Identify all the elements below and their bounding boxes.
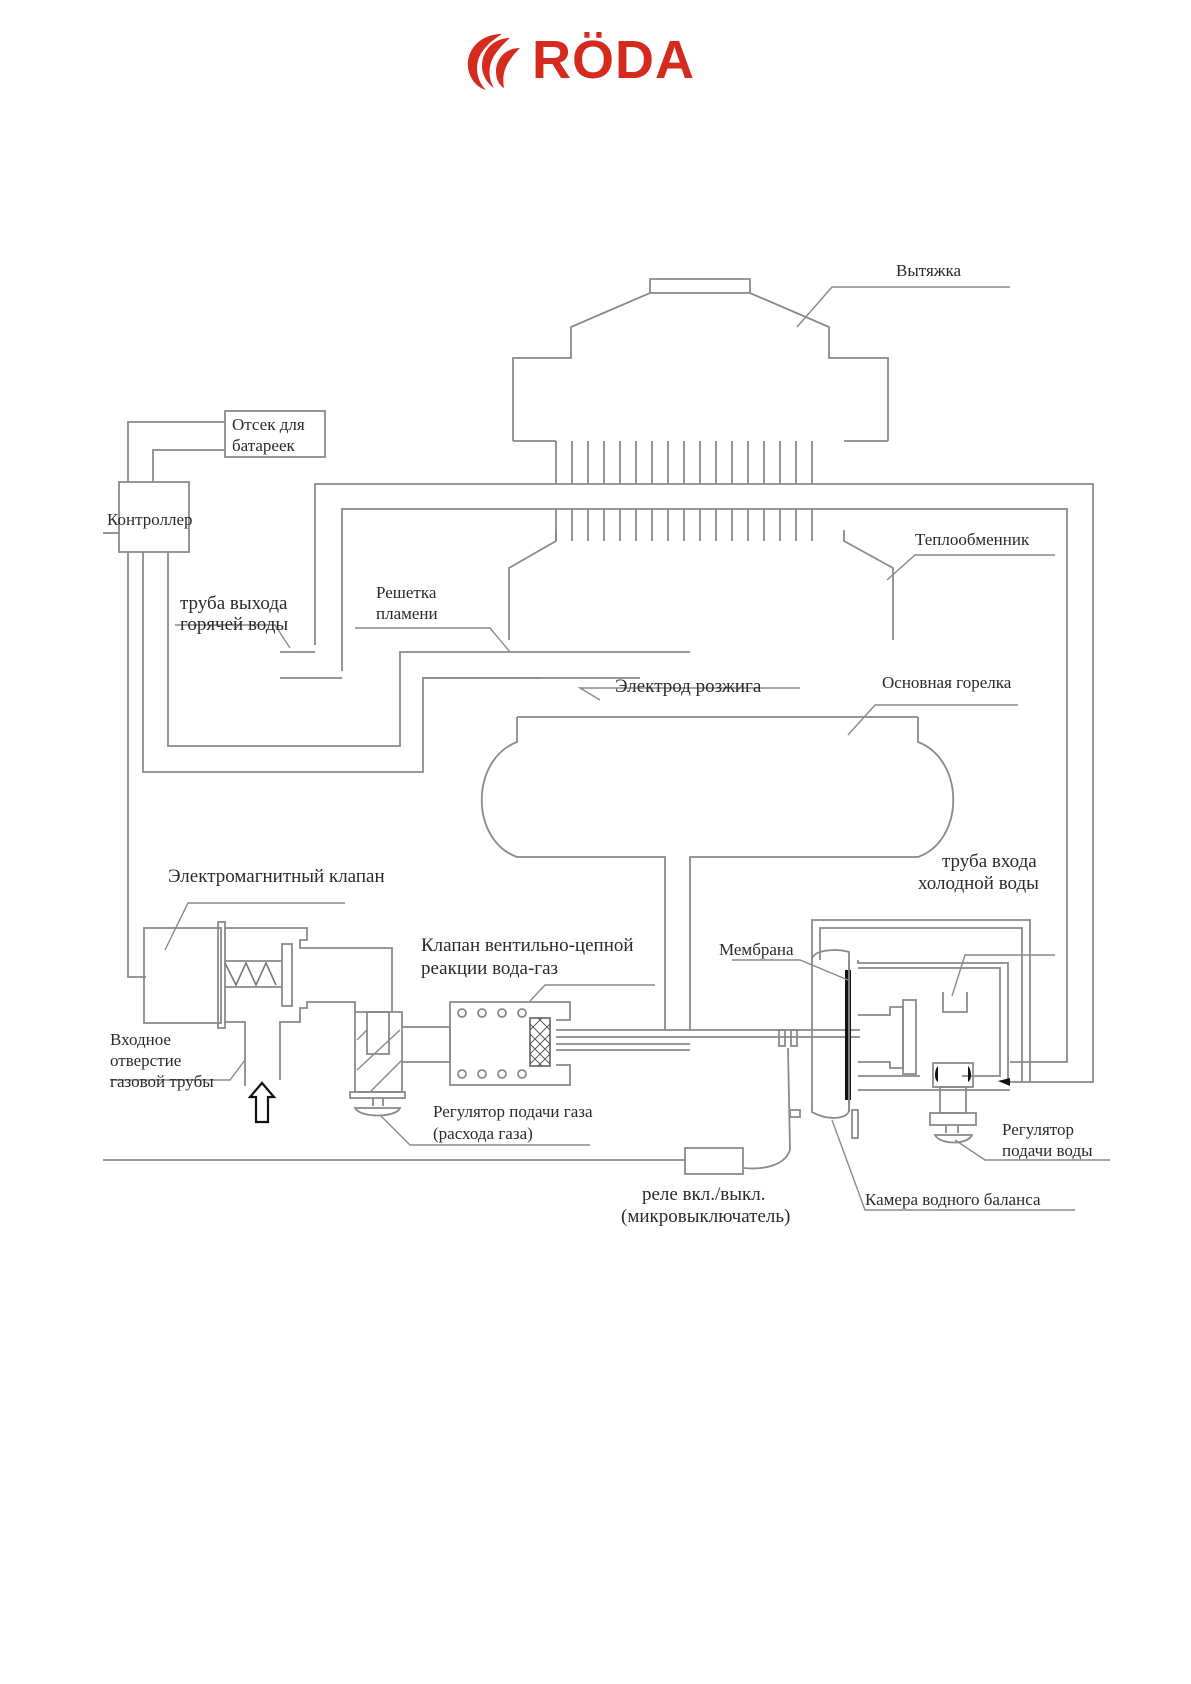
gas-regulator [349, 1011, 450, 1117]
label-solenoid-valve: Электромагнитный клапан [168, 866, 385, 887]
label-membrane: Мембрана [719, 940, 794, 959]
heat-exchanger-fins-bottom [555, 509, 813, 541]
battery-wires [127, 421, 225, 482]
microswitch-box [684, 1147, 744, 1175]
label-flame-grid-1: Решетка [376, 583, 437, 602]
brand-name: RÖDA [532, 30, 695, 90]
label-relay-2: (микровыключатель) [621, 1206, 790, 1227]
label-cold-water-pipe-1: труба входа [942, 851, 1037, 872]
water-gas-valve [449, 1001, 860, 1086]
heat-exchanger-pipe [314, 483, 1094, 1083]
label-controller: Контроллер [107, 510, 193, 529]
combustion-chamber [508, 530, 894, 640]
cold-water-inlet [811, 919, 1031, 1091]
relay-linkage [743, 1029, 801, 1170]
label-cold-water-pipe-2: холодной воды [918, 873, 1039, 894]
roda-swoosh-logo-icon [467, 34, 520, 90]
label-gas-regulator-1: Регулятор подачи газа [433, 1102, 593, 1121]
water-regulator [929, 1062, 977, 1144]
label-water-balance-chamber: Камера водного баланса [865, 1190, 1041, 1209]
label-flame-grid-2: пламени [376, 604, 438, 623]
label-battery-compartment-2: батареек [232, 436, 296, 455]
label-hot-water-pipe-2: горячей воды [180, 614, 288, 635]
label-gas-inlet-1: Входное [110, 1030, 171, 1049]
hood-outline [512, 278, 889, 441]
leader-lines [110, 286, 1110, 1211]
label-water-regulator-1: Регулятор [1002, 1120, 1074, 1139]
battery-compartment-box [224, 410, 326, 458]
label-hot-water-pipe-1: труба выхода [180, 593, 288, 614]
controller-box [118, 481, 190, 553]
label-battery-compartment-1: Отсек для [232, 415, 305, 434]
brand-logo: RÖDA [462, 28, 695, 92]
up-arrow-icon [247, 1081, 277, 1124]
water-balance-chamber [811, 949, 859, 1139]
label-water-gas-valve-2: реакции вода-газ [421, 958, 558, 979]
main-burner [480, 716, 955, 1030]
label-gas-inlet-2: отверстие [110, 1051, 181, 1070]
label-hood: Вытяжка [896, 261, 962, 280]
label-gas-regulator-2: (расхода газа) [433, 1124, 533, 1143]
controller-solenoid-wire [127, 552, 146, 978]
label-relay-1: реле вкл./выкл. [642, 1184, 766, 1205]
solenoid-valve [143, 921, 393, 1086]
label-water-gas-valve-1: Клапан вентильно-цепной [421, 935, 634, 956]
label-heat-exchanger: Теплообменник [915, 530, 1030, 549]
label-water-regulator-2: подачи воды [1002, 1141, 1093, 1160]
label-gas-inlet-3: газовой трубы [110, 1072, 214, 1091]
heat-exchanger-fins-top [513, 440, 888, 484]
label-ignition-electrode: Электрод розжига [615, 676, 762, 697]
label-main-burner: Основная горелка [882, 673, 1012, 692]
